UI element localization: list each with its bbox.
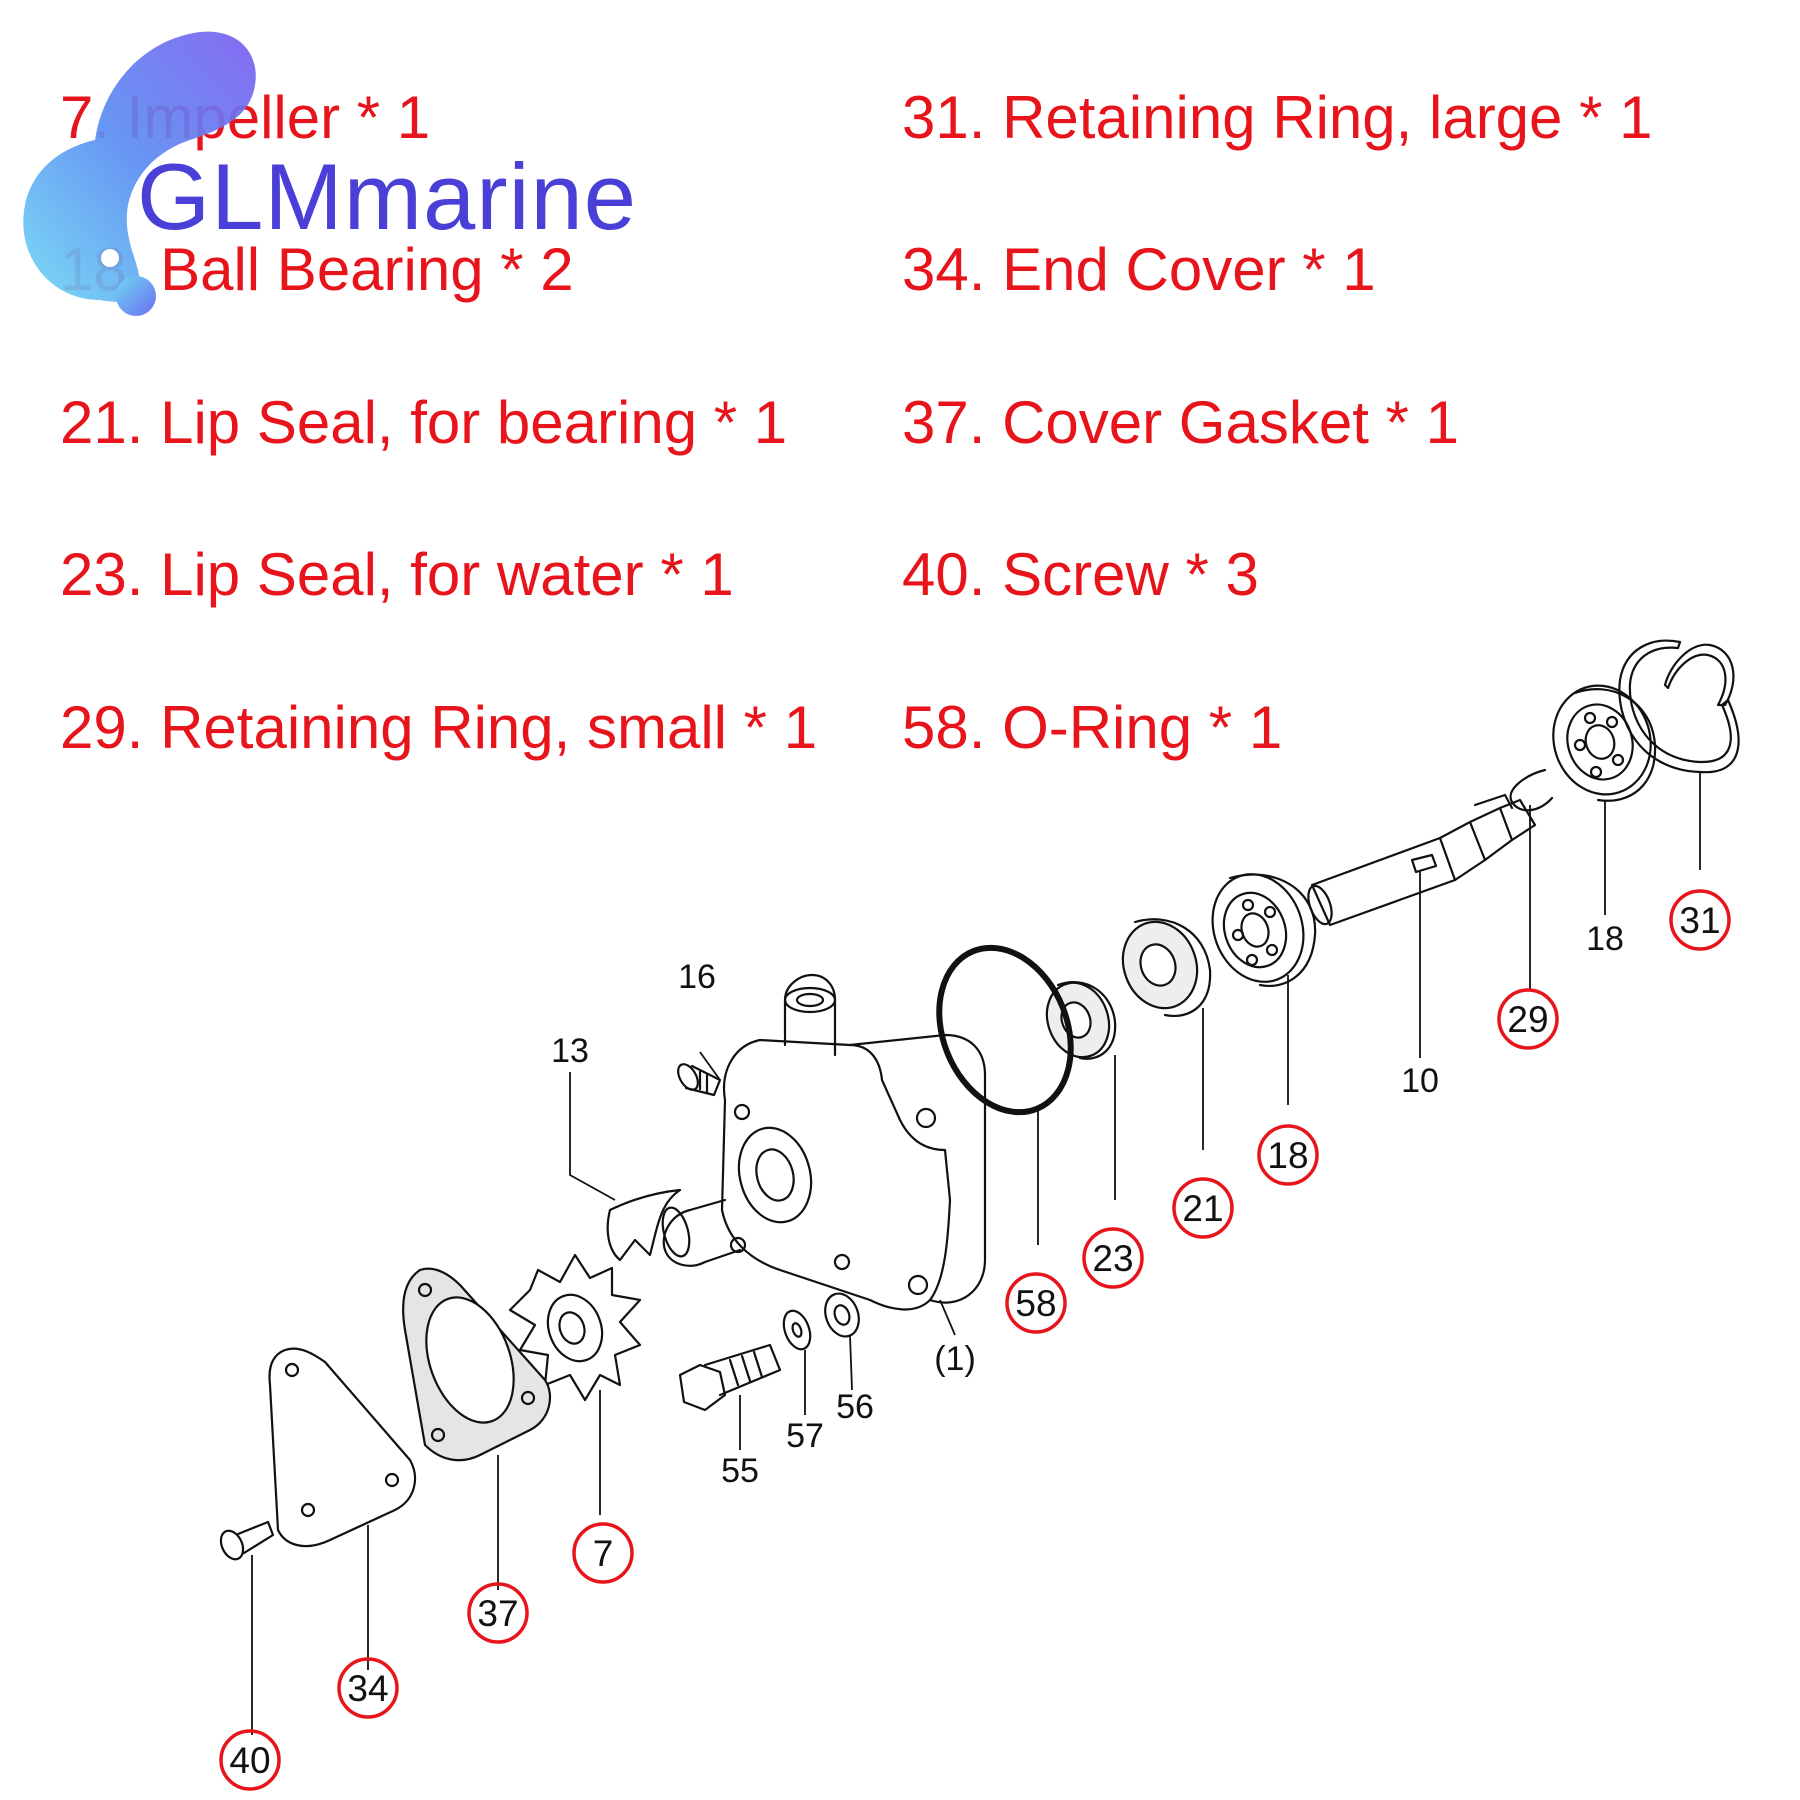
pump-body [661, 973, 987, 1311]
label-18-plain: 18 [1586, 920, 1624, 958]
callout-21-ring [1172, 1177, 1234, 1239]
part-item-58: 58. O-Ring * 1 [902, 694, 1283, 761]
callout-58-ring [1005, 1272, 1067, 1334]
label-56: 56 [836, 1388, 874, 1426]
washer-57 [782, 1309, 812, 1351]
part-item-23: 23. Lip Seal, for water * 1 [60, 541, 734, 608]
callout-37: 37 [477, 1593, 518, 1634]
callout-37-ring [467, 1582, 529, 1644]
callout-18-ring [1257, 1124, 1319, 1186]
callout-7: 7 [593, 1533, 614, 1574]
callout-40: 40 [229, 1740, 270, 1781]
label-10: 10 [1401, 1062, 1439, 1100]
bolt-55 [678, 1343, 782, 1412]
callout-31-ring [1669, 889, 1731, 951]
label-16: 16 [678, 958, 716, 996]
callout-23-ring [1082, 1227, 1144, 1289]
end-cover [268, 1347, 417, 1548]
retaining-ring-small [1509, 768, 1554, 812]
callout-23: 23 [1092, 1238, 1133, 1279]
retaining-ring-large [1663, 643, 1735, 707]
part-item-21: 21. Lip Seal, for bearing * 1 [60, 389, 788, 456]
callout-18: 18 [1267, 1135, 1308, 1176]
label-57: 57 [786, 1417, 824, 1455]
o-ring [936, 944, 1074, 1116]
callout-40-ring [219, 1729, 281, 1791]
brand-logo: GLMmarine [0, 0, 720, 330]
label-13: 13 [551, 1032, 589, 1070]
callout-21: 21 [1182, 1188, 1223, 1229]
callout-7-ring [572, 1522, 634, 1584]
brand-name: GLMmarine [137, 144, 638, 249]
callout-34-ring [337, 1657, 399, 1719]
part-item-31: 31. Retaining Ring, large * 1 [902, 84, 1653, 151]
parts-list: 7. Impeller * 1 18. Ball Bearing * 2 21.… [0, 0, 1800, 780]
logo-blob-icon [23, 31, 256, 316]
callout-31: 31 [1679, 900, 1720, 941]
callout-34: 34 [347, 1668, 388, 1709]
cam-13 [606, 1188, 682, 1262]
label-55: 55 [721, 1452, 759, 1490]
callout-29-ring [1497, 988, 1559, 1050]
lip-seal-water [1045, 981, 1117, 1060]
cover-gasket [402, 1267, 552, 1462]
ball-bearing-upper [1552, 684, 1657, 802]
screw-40 [219, 1520, 275, 1561]
screw-16 [677, 1063, 722, 1097]
part-item-34: 34. End Cover * 1 [902, 236, 1376, 303]
impeller [508, 1253, 642, 1402]
label-1: (1) [934, 1340, 976, 1378]
callout-58: 58 [1015, 1283, 1056, 1324]
ball-bearing-lower [1211, 873, 1317, 987]
part-item-37: 37. Cover Gasket * 1 [902, 389, 1459, 456]
part-item-29: 29. Retaining Ring, small * 1 [60, 694, 818, 761]
washer-56 [824, 1292, 860, 1338]
callout-29: 29 [1507, 999, 1548, 1040]
part-item-40: 40. Screw * 3 [902, 541, 1259, 608]
lip-seal-bearing [1121, 918, 1212, 1017]
